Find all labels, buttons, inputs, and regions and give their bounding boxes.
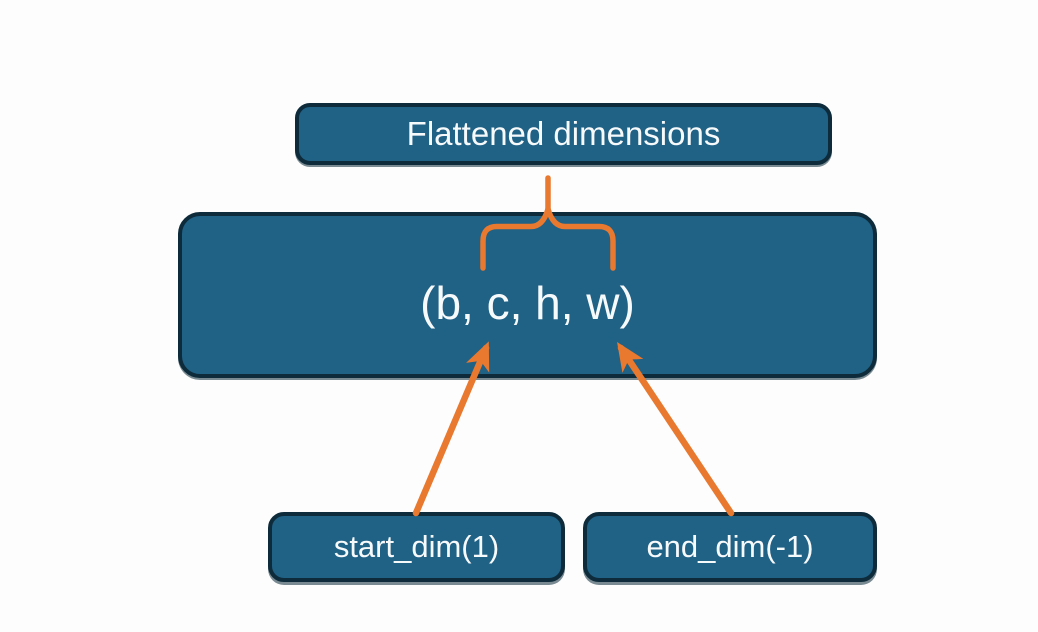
flattened-dimensions-box: Flattened dimensions	[295, 103, 832, 165]
end-dim-box: end_dim(-1)	[583, 512, 877, 582]
flattened-dimensions-label: Flattened dimensions	[406, 114, 721, 152]
tensor-shape-label: (b, c, h, w)	[420, 276, 635, 329]
start-dim-box: start_dim(1)	[268, 512, 565, 582]
start-dim-label: start_dim(1)	[333, 528, 500, 564]
tensor-shape-box: (b, c, h, w)	[178, 212, 877, 378]
end-dim-label: end_dim(-1)	[646, 528, 814, 564]
